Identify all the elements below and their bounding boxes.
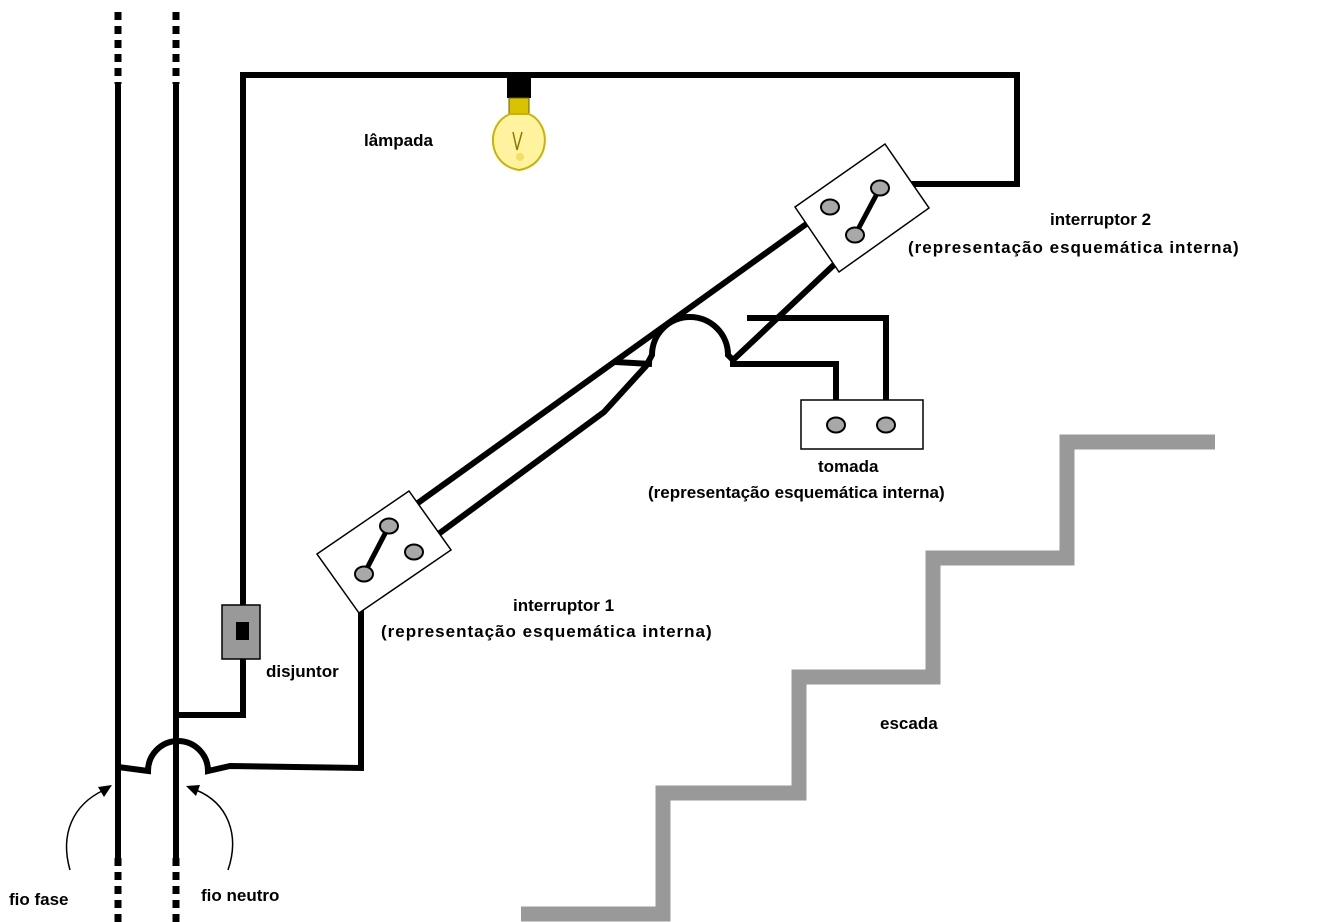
switch1-feed-wire: [117, 574, 364, 775]
lamp-feed-wire: [176, 72, 1020, 718]
switch1-title: interruptor 1: [513, 596, 614, 615]
traveler-wire-2: [412, 242, 858, 555]
phase-arrow-icon: [65, 785, 112, 871]
switch2-title: interruptor 2: [1050, 210, 1151, 229]
neutral-wire-label: fio neutro: [201, 886, 279, 905]
switch-2: [793, 142, 931, 274]
lamp-label: lâmpada: [364, 131, 434, 150]
socket-title: tomada: [818, 457, 879, 476]
breaker-label: disjuntor: [266, 662, 339, 681]
socket-subtitle: (representação esquemática interna): [648, 483, 945, 502]
lamp-socket: [507, 76, 531, 98]
socket-wire-right: [747, 315, 889, 425]
switch-1: [315, 489, 453, 615]
stairs-label: escada: [880, 714, 938, 733]
neutral-arrow-icon: [186, 785, 234, 871]
phase-wire-label: fio fase: [9, 890, 69, 909]
breaker: [221, 604, 261, 660]
switch2-subtitle: (representação esquemática interna): [908, 238, 1240, 257]
socket: [800, 399, 924, 450]
switch1-subtitle: (representação esquemática interna): [381, 622, 713, 641]
traveler-wire-1: [388, 204, 832, 526]
stairs: [521, 434, 1215, 922]
lamp: [491, 76, 546, 172]
